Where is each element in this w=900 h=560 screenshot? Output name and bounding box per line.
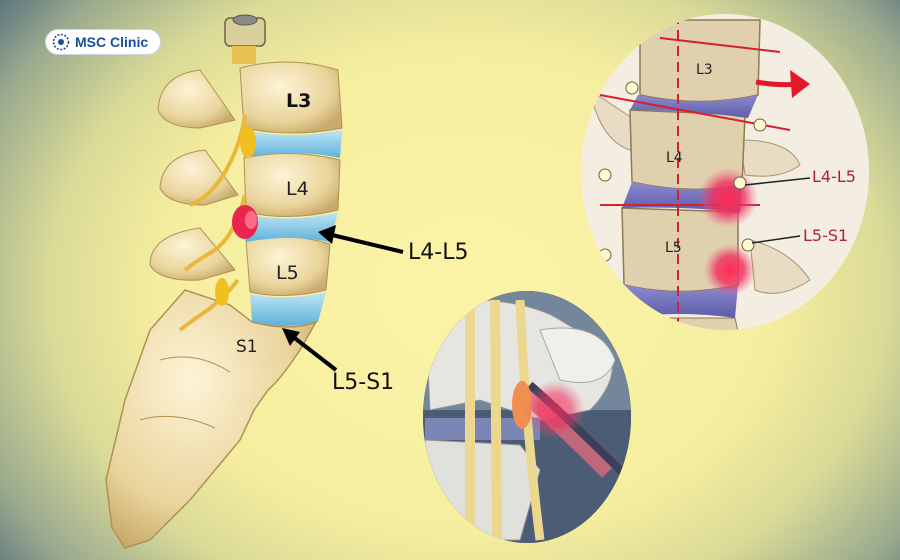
callout-l4-l5: L4-L5: [408, 240, 469, 265]
inset-label-l3: L3: [696, 62, 713, 78]
label-l3: L3: [286, 90, 312, 112]
inset-callout-l5-s1: L5-S1: [803, 226, 849, 245]
clinic-logo-icon: [52, 33, 70, 51]
label-l5: L5: [276, 262, 299, 284]
inset-callout-l4-l5: L4-L5: [812, 167, 856, 186]
main-callout-arrows: [282, 225, 404, 372]
main-spine: [105, 14, 343, 549]
msc-clinic-logo: MSC Clinic: [45, 29, 162, 55]
inset-label-l4: L4: [666, 150, 683, 166]
label-s1: S1: [236, 337, 258, 357]
logo-text: MSC Clinic: [75, 34, 149, 50]
label-l4: L4: [286, 178, 309, 200]
inset-top-right: [581, 14, 869, 330]
inset-bottom: [423, 291, 631, 543]
callout-l5-s1: L5-S1: [332, 370, 395, 395]
inset-label-l5: L5: [665, 240, 682, 256]
